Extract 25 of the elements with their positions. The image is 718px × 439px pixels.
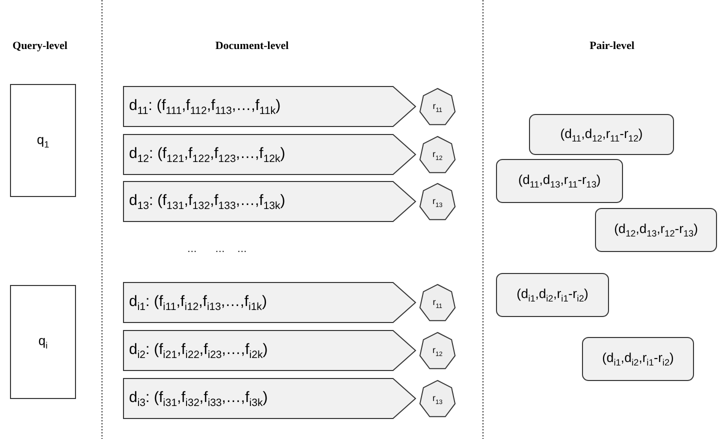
- document-feature-text: d$_{11}$: (f$_{111}$,f$_{112}$,f$_{113}$,…,f$_{11k}$): [129, 96, 281, 116]
- query-label: q$_{1}$: [36, 132, 50, 150]
- document-feature-text: d$_{i3}$: (f$_{i31}$,f$_{i32}$,f$_{i33}$,…,f$_{i3k}$): [129, 388, 268, 408]
- column-heading: Document-level: [215, 40, 289, 52]
- column-heading: Query-level: [12, 40, 68, 52]
- score-label: r$_{12}$: [432, 148, 442, 162]
- document-feature-text: d$_{12}$: (f$_{121}$,f$_{122}$,f$_{123}$,…,f$_{12k}$): [129, 144, 286, 164]
- pair-text: (d$_{11}$,d$_{13}$,r$_{11}$-r$_{13}$): [518, 172, 601, 190]
- score-label: r$_{11}$: [432, 296, 442, 310]
- ellipsis-text: …: [187, 244, 197, 255]
- score-label: r$_{11}$: [432, 100, 442, 114]
- pair-text: (d$_{11}$,d$_{12}$,r$_{11}$-r$_{12}$): [560, 126, 643, 144]
- document-feature-text: d$_{i1}$: (f$_{i11}$,f$_{i12}$,f$_{i13}$,…,f$_{i1k}$): [129, 292, 267, 312]
- pair-text: (d$_{12}$,d$_{13}$,r$_{12}$-r$_{13}$): [614, 221, 698, 239]
- score-label: r$_{13}$: [432, 392, 442, 406]
- column-heading: Pair-level: [590, 40, 634, 52]
- query-label: q$_{i}$: [38, 333, 48, 351]
- ellipsis-text: …: [215, 244, 225, 255]
- pair-text: (d$_{i1}$,d$_{i2}$,r$_{i1}$-r$_{i2}$): [602, 350, 674, 368]
- pair-text: (d$_{i1}$,d$_{i2}$,r$_{i1}$-r$_{i2}$): [516, 286, 588, 304]
- document-feature-text: d$_{i2}$: (f$_{i21}$,f$_{i22}$,f$_{i23}$,…,f$_{i2k}$): [129, 340, 268, 360]
- score-label: r$_{13}$: [432, 196, 442, 208]
- score-label: r$_{12}$: [432, 344, 442, 358]
- ellipsis-text: …: [237, 244, 247, 255]
- document-feature-text: d$_{13}$: (f$_{131}$,f$_{132}$,f$_{133}$,…,f$_{13k}$): [129, 192, 286, 212]
